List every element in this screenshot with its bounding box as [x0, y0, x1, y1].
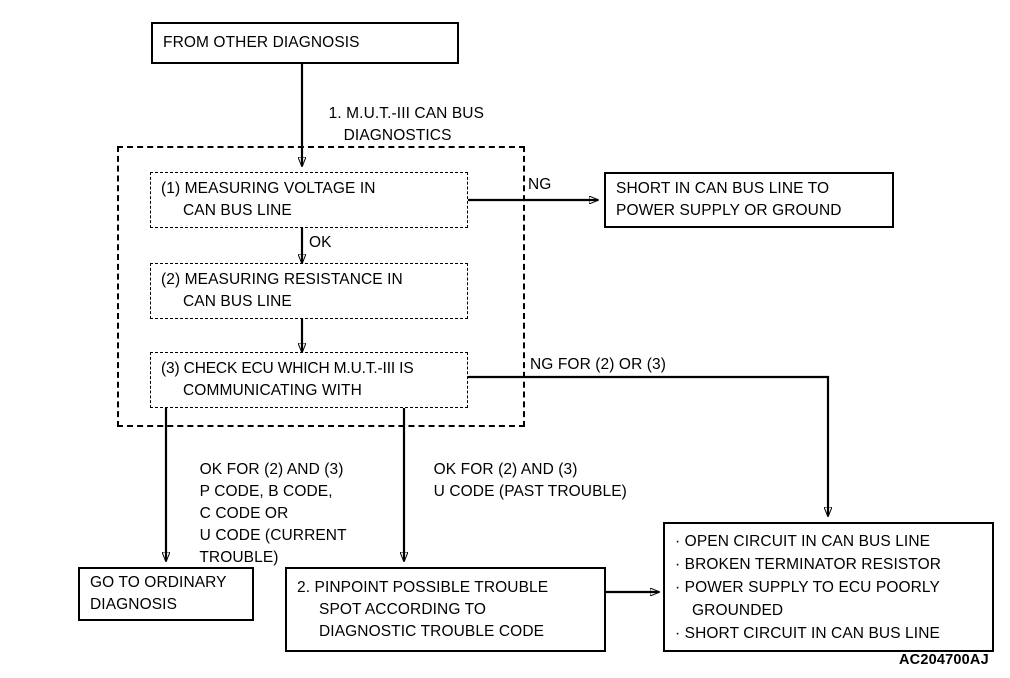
- node-possible-causes[interactable]: · OPEN CIRCUIT IN CAN BUS LINE · BROKEN …: [663, 522, 994, 652]
- label-ok-mid-branch: OK FOR (2) AND (3) U CODE (PAST TROUBLE): [416, 437, 627, 525]
- label-ok-left-line3: C CODE OR: [199, 505, 289, 522]
- node-pinpoint-line1: 2. PINPOINT POSSIBLE TROUBLE: [297, 578, 549, 596]
- label-mut-iii-can-bus-diagnostics: 1. M.U.T.-III CAN BUS DIAGNOSTICS: [311, 81, 484, 169]
- node-step1-line1: (1) MEASURING VOLTAGE IN: [161, 180, 376, 197]
- label-mut-line1: 1. M.U.T.-III CAN BUS: [328, 105, 485, 122]
- figure-code-label: AC204700AJ: [899, 652, 989, 668]
- node-short-line1: SHORT IN CAN BUS LINE TO: [616, 180, 830, 197]
- node-from-other-diagnosis-line1: FROM OTHER DIAGNOSIS: [163, 34, 360, 51]
- label-ok-left-line1: OK FOR (2) AND (3): [199, 461, 344, 478]
- node-step1-line2: CAN BUS LINE: [183, 202, 292, 219]
- node-short-in-can-bus-line[interactable]: SHORT IN CAN BUS LINE TO POWER SUPPLY OR…: [604, 172, 894, 228]
- label-ok-left-branch: OK FOR (2) AND (3) P CODE, B CODE, C COD…: [182, 437, 347, 591]
- node-causes-line2: · BROKEN TERMINATOR RESISTOR: [675, 555, 942, 573]
- node-ordinary-line2: DIAGNOSIS: [90, 596, 178, 613]
- node-causes-line3: · POWER SUPPLY TO ECU POORLY: [675, 578, 940, 596]
- node-step2-line1: (2) MEASURING RESISTANCE IN: [161, 271, 403, 288]
- label-mut-line2: DIAGNOSTICS: [343, 127, 452, 144]
- node-step3-line1: (3) CHECK ECU WHICH M.U.T.-III IS: [161, 360, 414, 377]
- node-short-line2: POWER SUPPLY OR GROUND: [616, 202, 842, 219]
- node-step2-line2: CAN BUS LINE: [183, 293, 292, 310]
- node-causes-line1: · OPEN CIRCUIT IN CAN BUS LINE: [675, 532, 931, 550]
- node-step1-measuring-voltage[interactable]: (1) MEASURING VOLTAGE IN CAN BUS LINE: [150, 172, 468, 228]
- node-from-other-diagnosis[interactable]: FROM OTHER DIAGNOSIS: [151, 22, 459, 64]
- node-step3-line2: COMMUNICATING WITH: [183, 382, 362, 399]
- node-causes-line5: · SHORT CIRCUIT IN CAN BUS LINE: [675, 624, 940, 642]
- node-go-to-ordinary-diagnosis[interactable]: GO TO ORDINARY DIAGNOSIS: [78, 567, 254, 621]
- label-ok-step1-to-step2: OK: [309, 234, 332, 251]
- label-ok-left-line5: TROUBLE): [199, 549, 279, 566]
- node-pinpoint-line3: DIAGNOSTIC TROUBLE CODE: [319, 622, 545, 640]
- node-step3-check-ecu[interactable]: (3) CHECK ECU WHICH M.U.T.-III IS COMMUN…: [150, 352, 468, 408]
- label-ok-mid-line1: OK FOR (2) AND (3): [433, 461, 578, 478]
- node-step2-measuring-resistance[interactable]: (2) MEASURING RESISTANCE IN CAN BUS LINE: [150, 263, 468, 319]
- label-ok-mid-line2: U CODE (PAST TROUBLE): [433, 483, 627, 500]
- node-pinpoint-possible-trouble[interactable]: 2. PINPOINT POSSIBLE TROUBLE SPOT ACCORD…: [285, 567, 606, 652]
- label-ng-for-2-or-3: NG FOR (2) OR (3): [530, 356, 667, 373]
- node-ordinary-line1: GO TO ORDINARY: [90, 574, 227, 591]
- label-ok-left-line4: U CODE (CURRENT: [199, 527, 347, 544]
- node-pinpoint-line2: SPOT ACCORDING TO: [319, 600, 487, 618]
- label-ng-step1: NG: [528, 176, 552, 193]
- node-causes-line4: GROUNDED: [692, 601, 784, 619]
- label-ok-left-line2: P CODE, B CODE,: [199, 483, 333, 500]
